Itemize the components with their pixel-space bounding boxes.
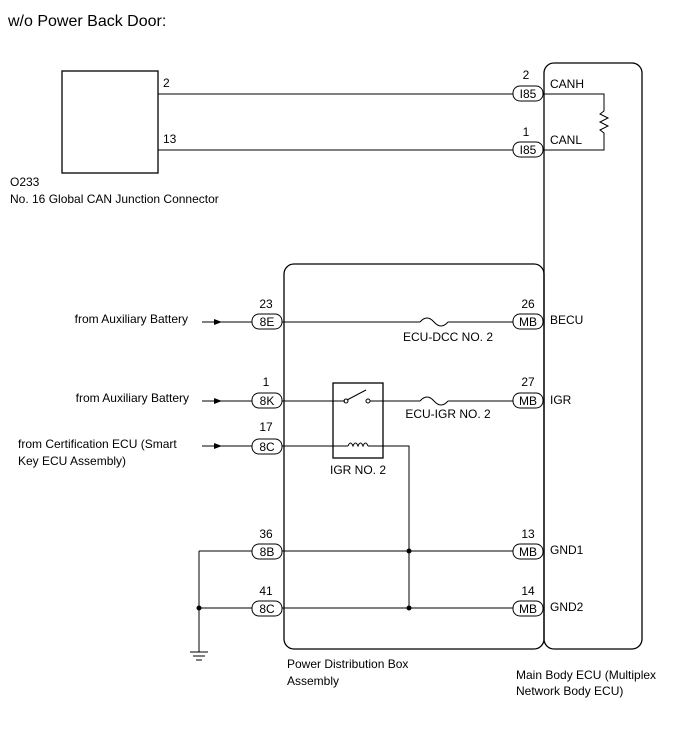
- relay-box: [332, 382, 384, 459]
- gnd1-junction-dot: [406, 548, 412, 554]
- igr-switch-contact-b: [365, 398, 371, 404]
- canl-connector-code: I85: [520, 143, 537, 157]
- junction-connector-name: No. 16 Global CAN Junction Connector: [10, 192, 219, 206]
- becu-label: BECU: [550, 313, 583, 327]
- cert-in-pill: [251, 438, 283, 455]
- junction-pin-canl: 13: [163, 132, 177, 146]
- pdb-name-line1: Power Distribution Box: [287, 657, 408, 671]
- becu-source: from Auxiliary Battery: [75, 312, 188, 326]
- gnd1-out-connector: MB: [519, 545, 537, 559]
- canl-pin: 1: [523, 125, 530, 139]
- canh-pill: [512, 85, 544, 102]
- ecu-name-line1: Main Body ECU (Multiplex: [516, 668, 656, 682]
- ground-icon: [190, 651, 208, 661]
- gnd1-out-pin: 13: [521, 527, 535, 541]
- relay-coil: [347, 442, 369, 448]
- gnd2-out-connector: MB: [519, 602, 537, 616]
- canh-connector: 2 I85 CANH: [512, 68, 584, 102]
- junction-connector-box: [61, 70, 159, 174]
- junction-connector-code: O233: [10, 175, 40, 189]
- igr-out-pin: 27: [521, 375, 535, 389]
- gnd2-out-pin: 14: [521, 584, 535, 598]
- igr-source: from Auxiliary Battery: [76, 391, 189, 405]
- canl-connector: 1 I85 CANL: [512, 125, 582, 158]
- cert-source-line1: from Certification ECU (Smart: [18, 437, 177, 451]
- becu-in-connector: 8E: [260, 315, 275, 329]
- canl-label: CANL: [550, 133, 582, 147]
- cert-in-connector: 8C: [259, 440, 275, 454]
- becu-fuse: [419, 317, 449, 327]
- igr-label: IGR: [550, 393, 572, 407]
- becu-fuse-label: ECU-DCC NO. 2: [403, 330, 493, 344]
- gnd2-out-pill: [512, 600, 544, 617]
- gnd2-in-connector: 8C: [259, 602, 275, 616]
- becu-out-pin: 26: [521, 297, 535, 311]
- igr-out-connector: MB: [519, 394, 537, 408]
- ecu-name-line2: Network Body ECU): [516, 684, 623, 698]
- gnd1-label: GND1: [550, 543, 584, 557]
- gnd2-in-pin: 41: [259, 584, 273, 598]
- gnd1-out-pill: [512, 543, 544, 560]
- relay-label: IGR NO. 2: [330, 463, 386, 477]
- igr-in-connector: 8K: [260, 394, 275, 408]
- becu-out-connector: MB: [519, 315, 537, 329]
- gnd1-in-connector: 8B: [260, 545, 275, 559]
- gnd2-junction-dot: [406, 605, 412, 611]
- gnd1-in-pin: 36: [259, 527, 273, 541]
- gnd1-in-pill: [251, 543, 283, 560]
- becu-in-pill: [251, 313, 283, 330]
- igr-out-pill: [512, 392, 544, 409]
- cert-in-pin: 17: [259, 420, 273, 434]
- main-body-ecu-box: [543, 62, 643, 650]
- canh-label: CANH: [550, 77, 584, 91]
- pdb-name-line2: Assembly: [287, 674, 339, 688]
- igr-fuse: [419, 396, 449, 406]
- gnd2-label: GND2: [550, 600, 584, 614]
- cert-arrow-head: [214, 443, 222, 449]
- junction-pin-canh: 2: [163, 76, 170, 90]
- igr-in-pin: 1: [263, 375, 270, 389]
- igr-switch-blade: [346, 389, 367, 401]
- canh-pin: 2: [523, 68, 530, 82]
- cert-source-line2: Key ECU Assembly): [18, 454, 126, 468]
- canh-connector-code: I85: [520, 87, 537, 101]
- relay-coil-ground-wire: [368, 445, 410, 608]
- becu-arrow-head: [214, 319, 222, 325]
- igr-fuse-label: ECU-IGR NO. 2: [405, 407, 491, 421]
- canl-pill: [512, 141, 544, 158]
- becu-out-pill: [512, 313, 544, 330]
- igr-in-pill: [251, 392, 283, 409]
- termination-resistor: [544, 93, 610, 151]
- diagram-title: w/o Power Back Door:: [7, 13, 166, 30]
- igr-arrow-head: [214, 398, 222, 404]
- gnd2-in-pill: [251, 600, 283, 617]
- becu-in-pin: 23: [259, 297, 273, 311]
- igr-switch-contact-a: [343, 398, 349, 404]
